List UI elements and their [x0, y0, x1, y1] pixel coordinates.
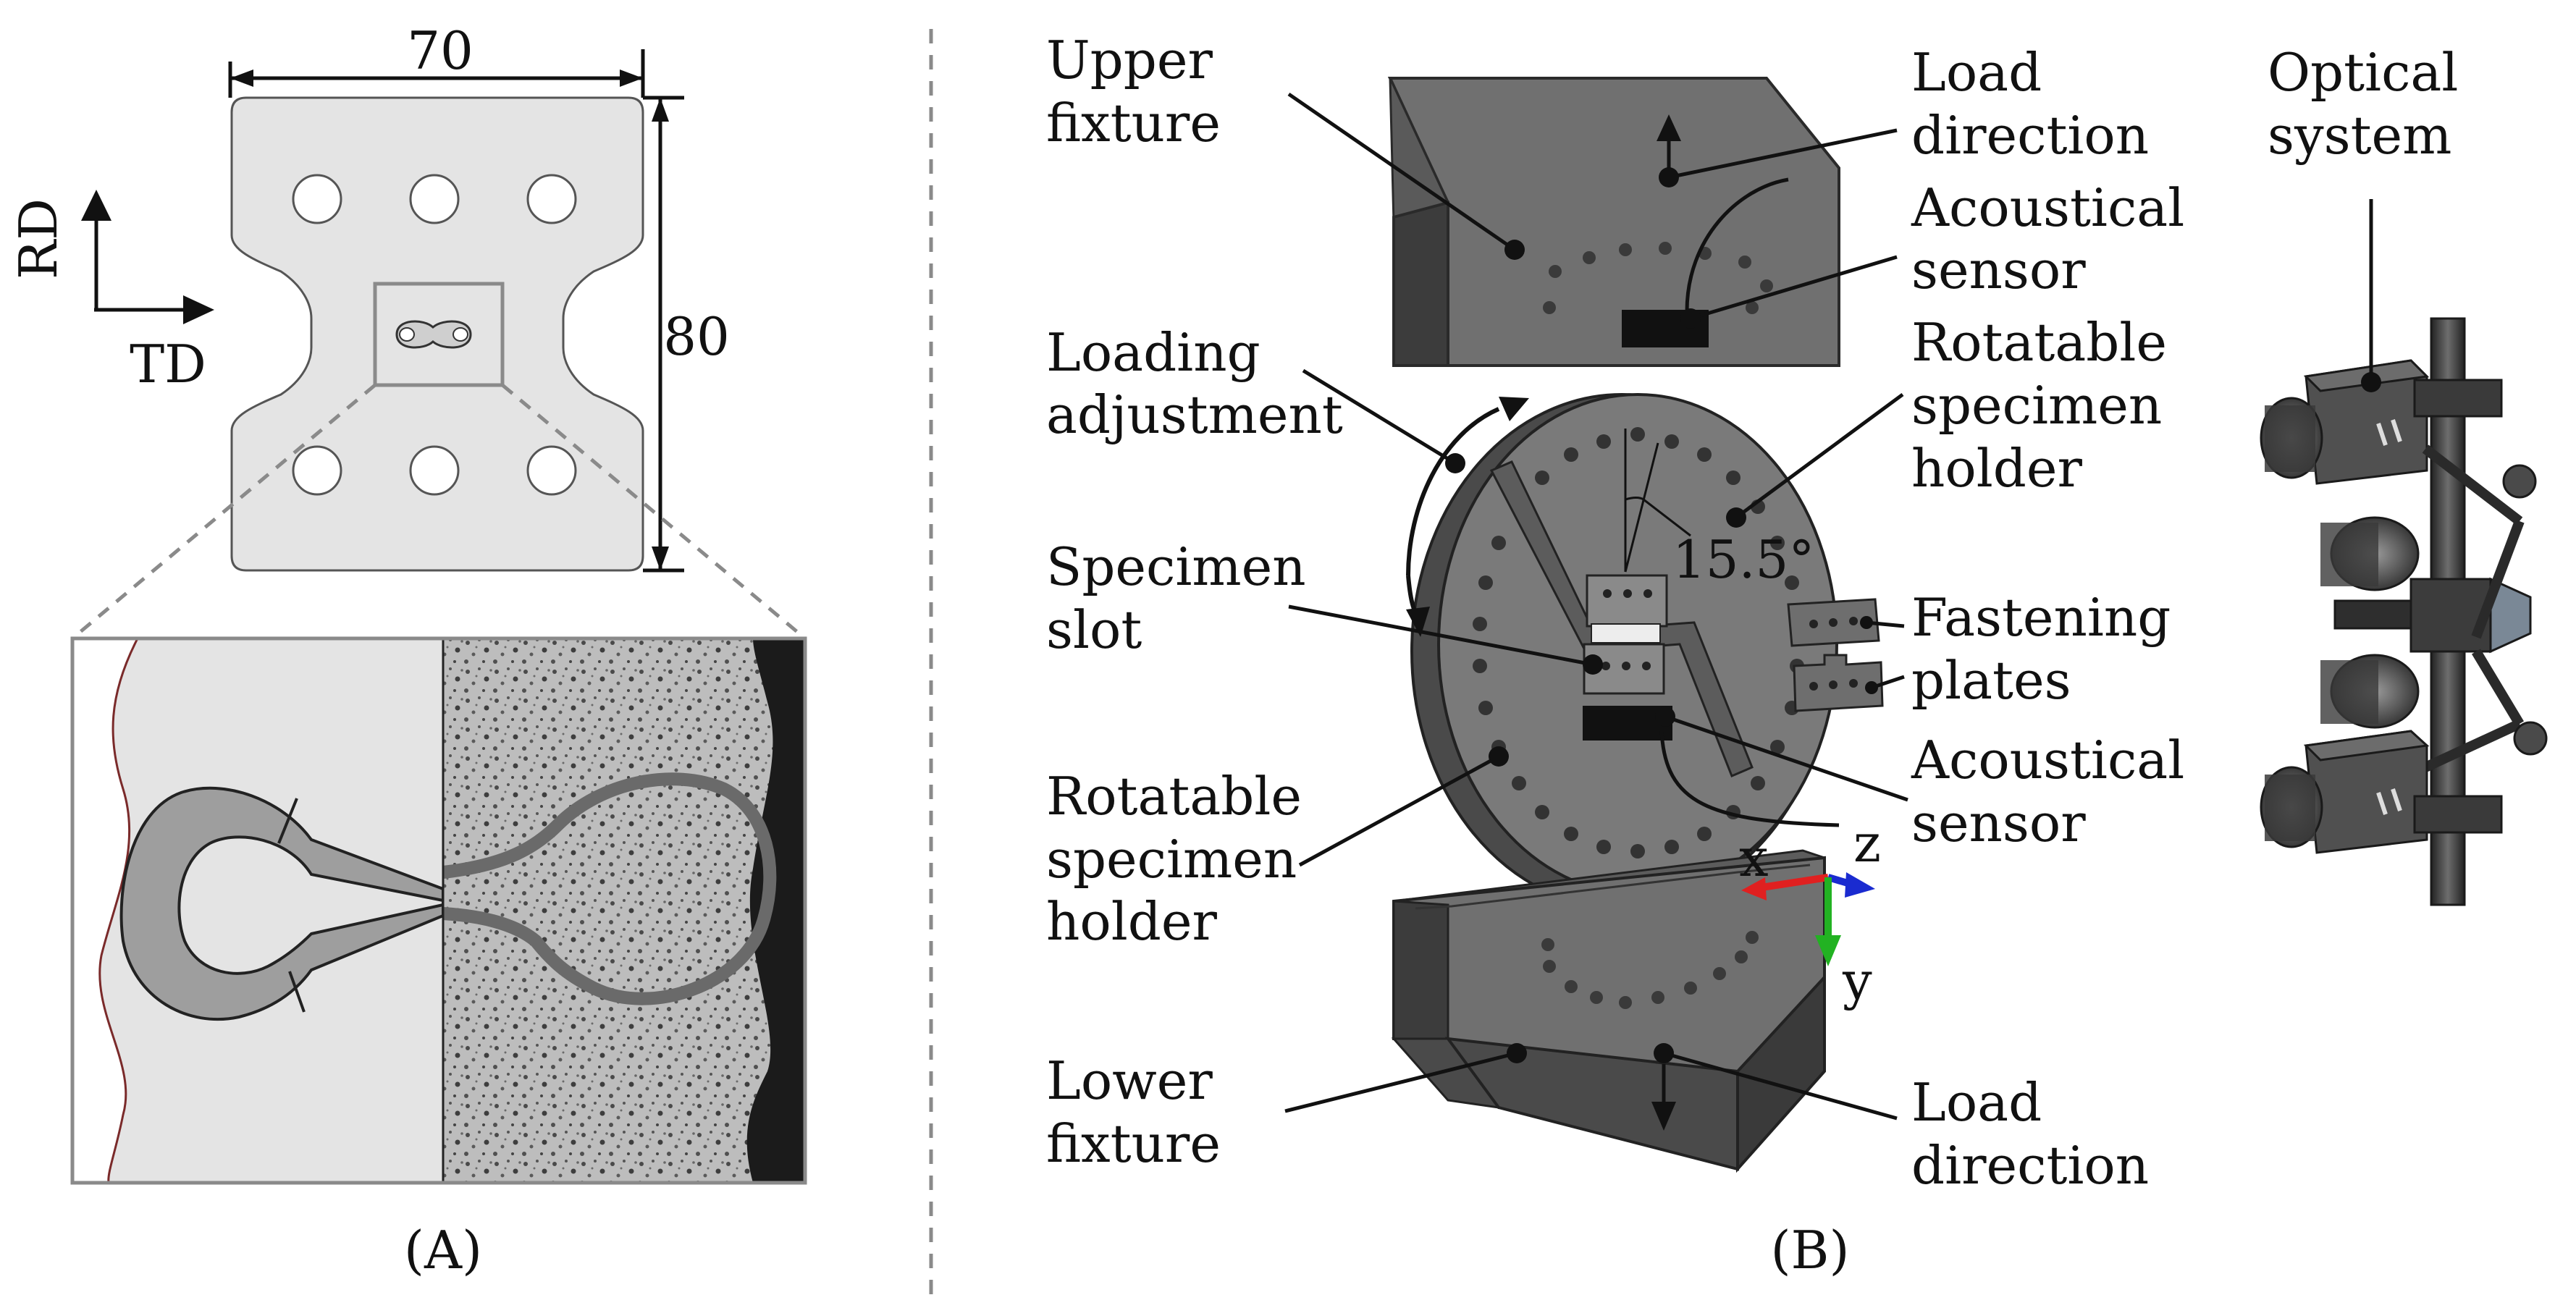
label-specimen-slot: Specimen slot: [1046, 536, 1323, 660]
rd-label: RD: [8, 198, 69, 279]
rotatable-holder: [1410, 393, 1840, 910]
label-upper-fixture: Upper fixture: [1046, 30, 1229, 153]
leader-lines: [1284, 92, 2373, 1121]
lower-fixture: [1391, 849, 1826, 1173]
label-load-direction-bottom: Load direction: [1911, 1072, 2149, 1196]
label-lower-fixture: Lower fixture: [1046, 1050, 1229, 1174]
axis-z-label: z: [1853, 813, 1881, 874]
axis-y-label: y: [1842, 950, 1872, 1011]
label-optical-system: Optical system: [2268, 42, 2475, 166]
upper-fixture: [1387, 77, 1840, 367]
fastening-plates: [1787, 598, 1884, 712]
dimension-70: [228, 49, 684, 573]
angle-label: 15.5°: [1672, 529, 1814, 590]
label-acoustical-sensor-top: Acoustical sensor: [1911, 177, 2201, 300]
label-load-direction-top: Load direction: [1911, 42, 2149, 166]
dimension-80-label: 80: [663, 306, 730, 367]
specimen-holes: [292, 174, 577, 496]
panel-b: 15.5°: [1046, 30, 2548, 1280]
caption-a: (A): [404, 1220, 482, 1280]
dimension-80: [652, 98, 669, 570]
rd-td-axes: [81, 190, 214, 324]
td-label: TD: [130, 334, 206, 394]
notch-shape: [395, 320, 472, 349]
leader-dots: [1445, 167, 2381, 1063]
coordinate-triad: [1741, 872, 1875, 966]
label-acoustical-sensor-bottom: Acoustical sensor: [1911, 730, 2201, 853]
zoom-detail: [70, 636, 807, 1185]
label-loading-adjustment: Loading adjustment: [1046, 322, 1343, 445]
zoom-region: [373, 282, 505, 387]
dimension-70-label: 70: [407, 20, 473, 81]
label-rotatable-holder-left: Rotatable specimen holder: [1046, 766, 1318, 952]
label-rotatable-holder-right: Rotatable specimen holder: [1911, 312, 2184, 499]
panel-a: RD TD 70: [8, 20, 807, 1280]
label-fastening-plates: Fastening plates: [1911, 587, 2187, 711]
caption-b: (B): [1770, 1220, 1849, 1280]
loading-adjustment-arrow: [1406, 397, 1529, 637]
optical-system: [2260, 317, 2548, 906]
axis-x-label: x: [1739, 827, 1769, 888]
